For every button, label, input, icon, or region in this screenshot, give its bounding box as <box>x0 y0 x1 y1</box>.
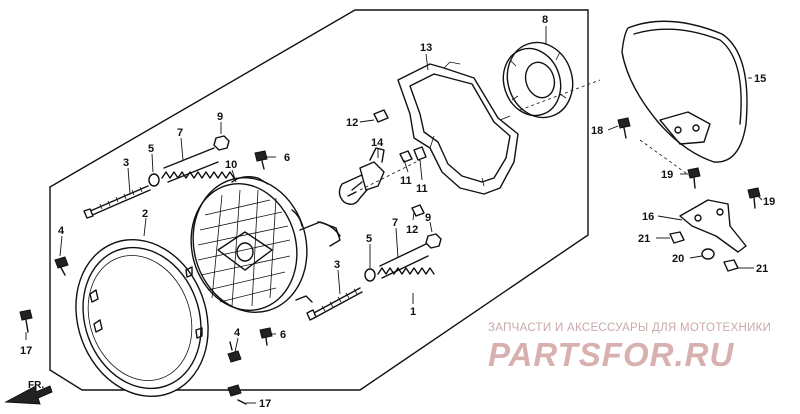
screw-17-bottom <box>227 384 247 405</box>
callout-13: 13 <box>420 42 432 54</box>
callout-4-lower: 4 <box>234 327 241 339</box>
watermark: ЗАПЧАСТИ И АКСЕССУАРЫ ДЛЯ МОТОТЕХНИКИ PA… <box>488 322 771 373</box>
washer-lower <box>364 268 376 282</box>
washer-upper <box>148 173 160 187</box>
callout-21-left: 21 <box>638 233 650 245</box>
callout-1: 1 <box>410 306 416 318</box>
callout-9-lower: 9 <box>425 212 431 224</box>
callout-15: 15 <box>754 73 766 85</box>
callout-8: 8 <box>542 14 548 26</box>
headlight-lens-unit <box>190 175 341 313</box>
bolt-19-upper <box>687 167 701 189</box>
bolt-6-lower <box>259 327 273 346</box>
headlight-bulb <box>338 147 385 205</box>
callout-14: 14 <box>371 137 384 149</box>
leader-lines <box>25 26 763 404</box>
front-direction-arrow: FR. <box>4 380 53 405</box>
callout-19-upper: 19 <box>661 169 673 181</box>
callout-12-upper: 12 <box>346 117 358 129</box>
screw-small-left <box>54 256 69 276</box>
adjusting-screw-upper <box>83 185 151 219</box>
headlight-bracket-frame <box>397 61 519 195</box>
adjusting-screw-lower <box>306 287 363 321</box>
watermark-tagline: ЗАПЧАСТИ И АКСЕССУАРЫ ДЛЯ МОТОТЕХНИКИ <box>488 322 771 334</box>
callout-17-left: 17 <box>20 345 32 357</box>
nut-11-left <box>399 150 413 163</box>
callout-19-right: 19 <box>763 196 775 208</box>
bolt-19-right <box>747 187 761 209</box>
washer-20 <box>701 248 715 260</box>
callout-3-upper: 3 <box>123 157 129 169</box>
bolt-6-upper <box>254 150 268 170</box>
bolt-18 <box>617 117 631 139</box>
callout-20: 20 <box>672 253 684 265</box>
nut-21-left <box>669 231 685 244</box>
callout-4-upper: 4 <box>58 225 65 237</box>
nut-upper <box>213 135 230 151</box>
mounting-stay-bracket <box>679 199 747 253</box>
screw-17-left <box>19 309 33 333</box>
callout-5-upper: 5 <box>148 143 154 155</box>
screw-small-bottom <box>227 341 242 363</box>
callout-16: 16 <box>642 211 654 223</box>
callout-7-upper: 7 <box>177 127 183 139</box>
nut-11-right <box>413 146 427 161</box>
spring-lower <box>377 243 435 279</box>
callout-6-upper: 6 <box>284 152 290 164</box>
front-direction-label: FR. <box>28 380 44 391</box>
nut-lower <box>425 233 442 249</box>
bulb-socket-ring <box>502 41 574 119</box>
callout-10: 10 <box>225 159 237 171</box>
callout-3-lower: 3 <box>334 259 340 271</box>
callout-11-right: 11 <box>416 183 428 195</box>
nut-21-right <box>723 259 739 272</box>
headlight-case-shell <box>621 20 748 163</box>
assembly-outline <box>49 9 589 391</box>
assembly-axis-lines <box>359 79 691 191</box>
spring-upper <box>161 147 235 183</box>
callout-6-lower: 6 <box>280 329 286 341</box>
callout-21-right: 21 <box>756 263 768 275</box>
callout-12-lower: 12 <box>406 224 418 236</box>
callout-5-lower: 5 <box>366 233 372 245</box>
callout-numbers: 1 2 3 3 4 4 5 5 6 6 7 7 8 9 9 10 11 11 1… <box>20 14 775 410</box>
callout-11-left: 11 <box>400 175 412 187</box>
callout-7-lower: 7 <box>392 217 398 229</box>
watermark-logo: PARTSFOR.RU <box>488 336 734 373</box>
headlight-rim <box>75 239 209 397</box>
callout-9-upper: 9 <box>217 111 223 123</box>
callout-18: 18 <box>591 125 603 137</box>
clip-lower <box>411 204 425 217</box>
callout-17-bottom: 17 <box>259 398 271 410</box>
clip-upper <box>373 109 389 123</box>
callout-2: 2 <box>142 208 148 220</box>
